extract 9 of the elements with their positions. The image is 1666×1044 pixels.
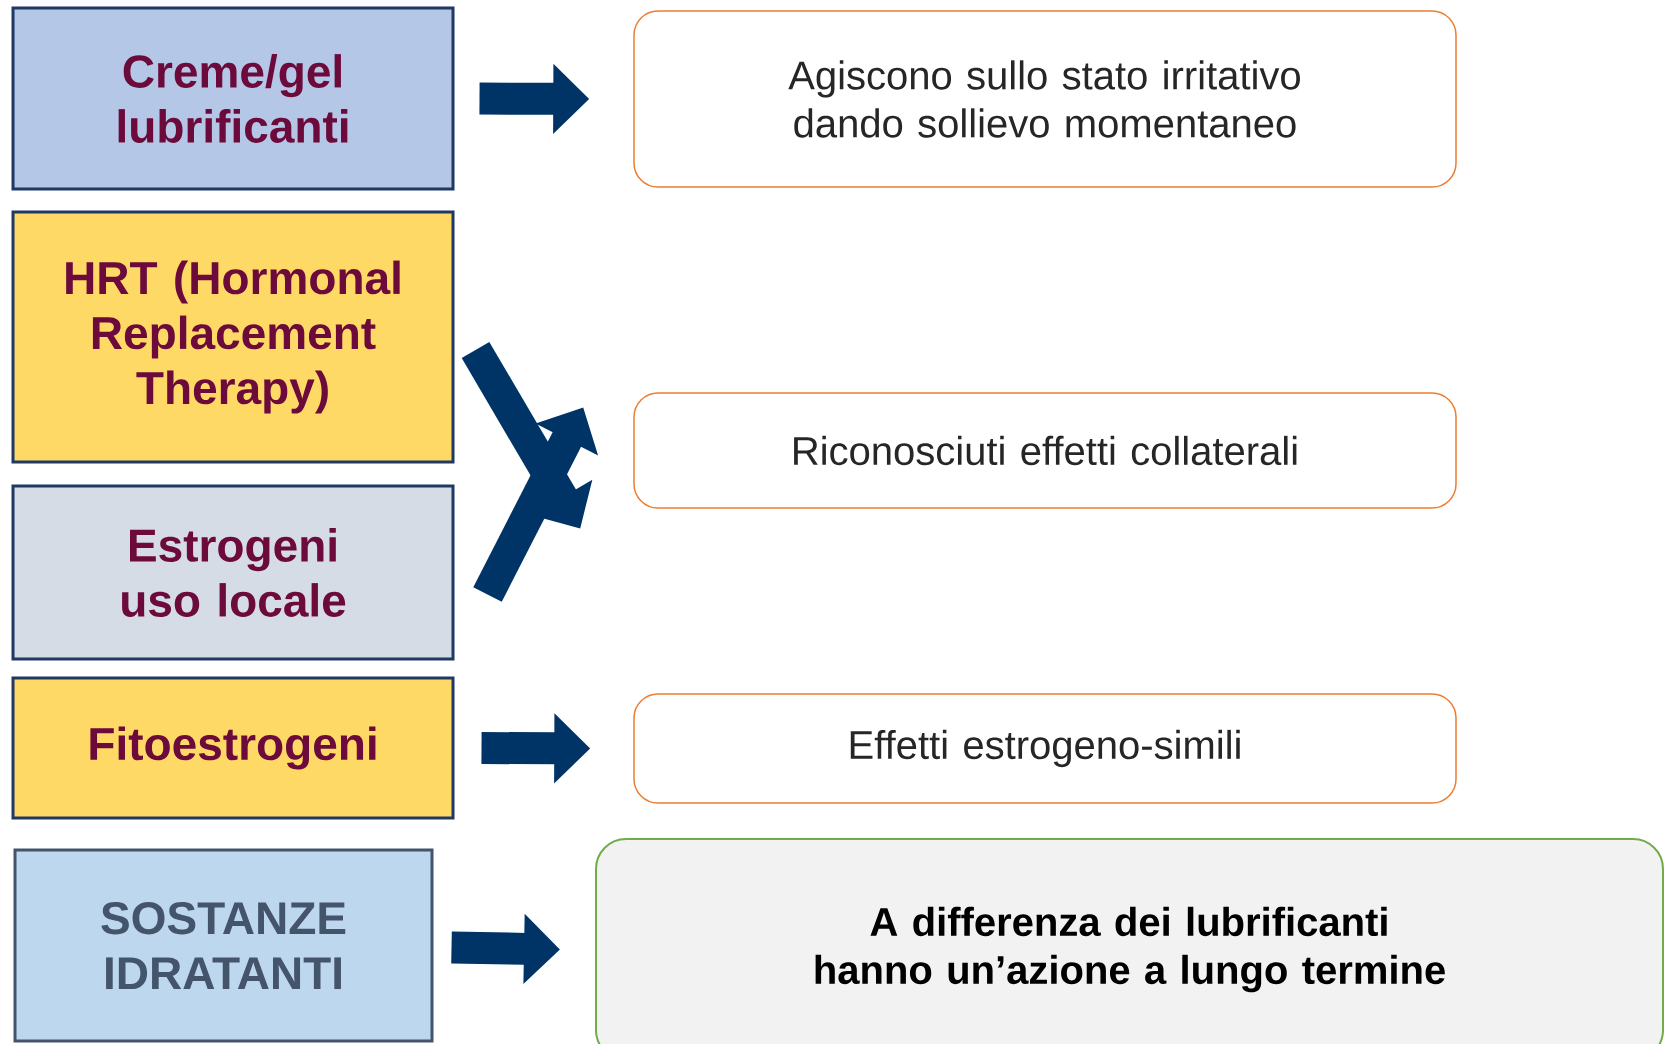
description-box: Agiscono sullo stato irritativo dando sollievo momentaneo (633, 10, 1457, 188)
description-box: Effetti estrogeno-simili (633, 693, 1457, 804)
category-box: HRT (Hormonal Replacement Therapy) (11, 210, 455, 464)
category-box: Creme/gel lubrificanti (11, 6, 455, 191)
category-box: Fitoestrogeni (11, 676, 455, 820)
category-box: SOSTANZE IDRATANTI (13, 848, 434, 1043)
category-box: Estrogeni uso locale (11, 484, 455, 661)
description-box: Riconosciuti effetti collaterali (633, 392, 1457, 509)
highlight-box: A differenza dei lubrificanti hanno un’azione a lungo termine (595, 838, 1664, 1044)
